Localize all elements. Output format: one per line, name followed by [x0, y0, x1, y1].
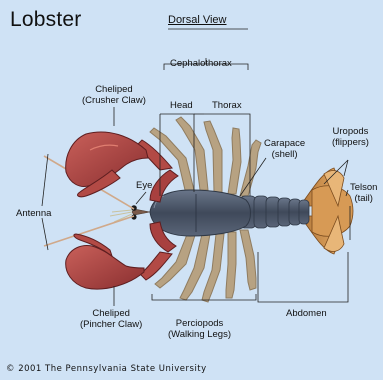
diagram-title: Lobster	[10, 8, 81, 32]
label-uropods: Uropods (flippers)	[332, 126, 369, 148]
label-cephalothorax: Cephalothorax	[170, 58, 232, 69]
label-cheliped-crusher-line1: Cheliped	[82, 84, 146, 95]
label-perciopods-line1: Perciopods	[168, 318, 231, 329]
label-carapace-line1: Carapace	[264, 138, 305, 149]
label-abdomen: Abdomen	[286, 308, 327, 319]
label-cheliped-crusher: Cheliped (Crusher Claw)	[82, 84, 146, 106]
copyright-notice: © 2001 The Pennsylvania State University	[6, 364, 207, 374]
label-telson: Telson (tail)	[350, 182, 377, 204]
pincher-claw-group	[66, 222, 176, 289]
label-cheliped-pincher-line2: (Pincher Claw)	[80, 319, 142, 330]
label-perciopods: Perciopods (Walking Legs)	[168, 318, 231, 340]
label-perciopods-line2: (Walking Legs)	[168, 329, 231, 340]
label-carapace-line2: (shell)	[264, 149, 305, 160]
label-uropods-line2: (flippers)	[332, 137, 369, 148]
label-cheliped-pincher-line1: Cheliped	[80, 308, 142, 319]
label-antenna: Antenna	[16, 208, 51, 219]
label-carapace: Carapace (shell)	[264, 138, 305, 160]
label-eye: Eye	[136, 180, 152, 191]
crusher-claw-group	[66, 132, 178, 202]
view-label: Dorsal View	[168, 14, 227, 26]
label-thorax: Thorax	[212, 100, 242, 111]
walking-legs-bottom	[155, 230, 256, 302]
label-uropods-line1: Uropods	[332, 126, 369, 137]
label-cheliped-pincher: Cheliped (Pincher Claw)	[80, 308, 142, 330]
label-telson-line1: Telson	[350, 182, 377, 193]
label-telson-line2: (tail)	[350, 193, 377, 204]
label-head: Head	[170, 100, 193, 111]
carapace	[150, 190, 251, 236]
label-cheliped-crusher-line2: (Crusher Claw)	[82, 95, 146, 106]
